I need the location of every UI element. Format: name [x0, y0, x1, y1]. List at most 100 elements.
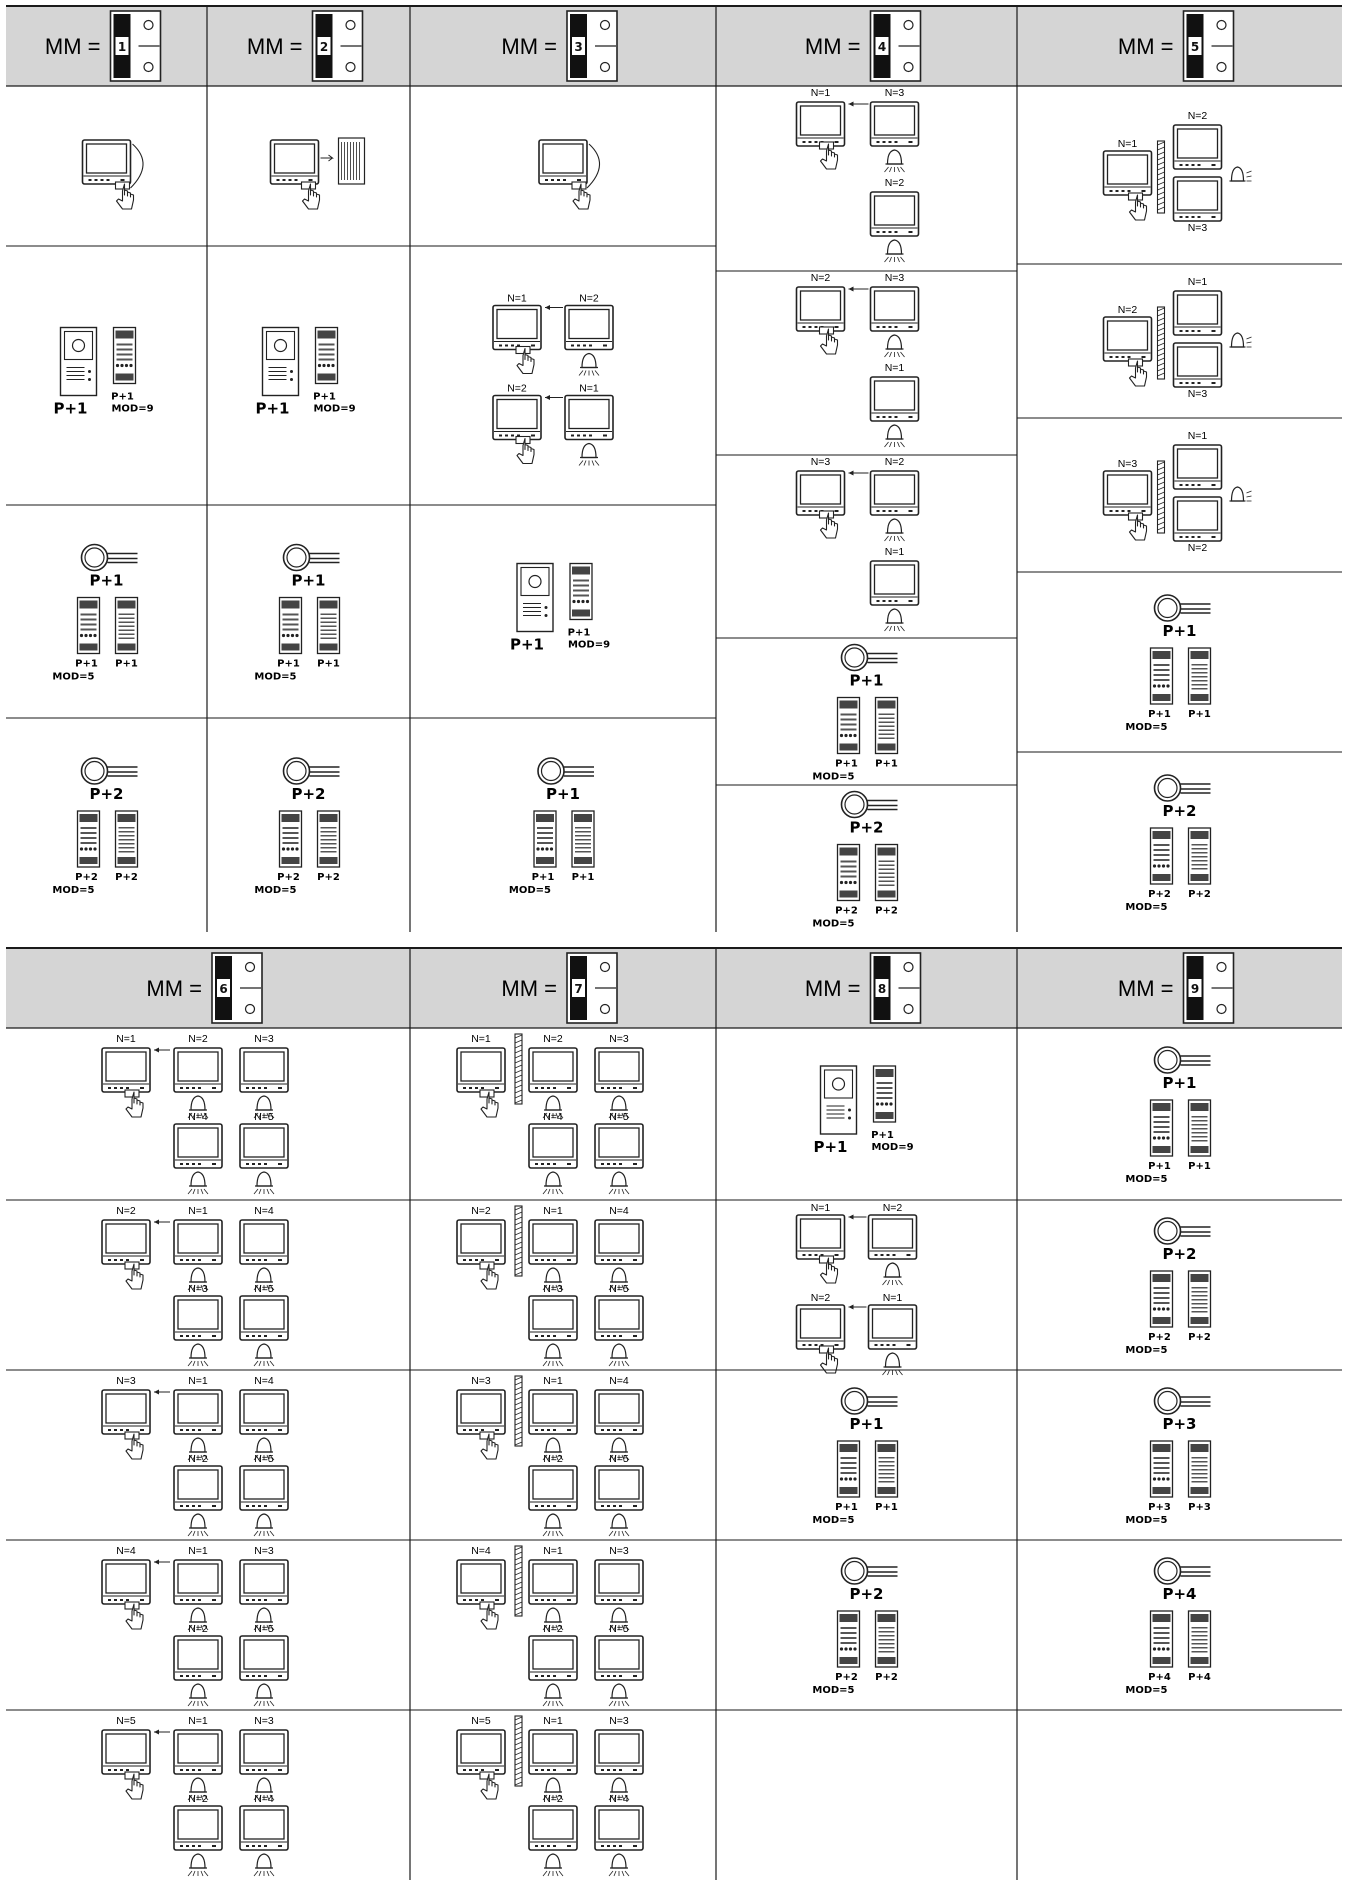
key-blade	[868, 1397, 898, 1406]
bell-body	[546, 1096, 560, 1110]
column-8: P+1P+1MOD=9N=1N=2N=2N=1P+1P+1P+1MOD=5P+2…	[716, 1066, 1017, 1710]
monitor-screen	[1178, 181, 1218, 210]
p-letter: P	[1162, 622, 1173, 640]
monitor-button	[1180, 164, 1183, 166]
return-arrow	[587, 144, 600, 188]
monitor-button	[126, 1259, 129, 1261]
module-line	[283, 842, 299, 844]
monitor-button	[212, 1429, 216, 1431]
p-label: P+2	[89, 785, 123, 803]
module-line	[1192, 1481, 1208, 1483]
intercom-number: N=2	[543, 1453, 563, 1465]
monitor-icon	[529, 1048, 577, 1092]
key-blade	[108, 554, 138, 563]
mm-label: MM =	[501, 976, 557, 1001]
arrow-icon	[154, 1048, 170, 1053]
bell-body	[191, 1096, 205, 1110]
key-bow-inner	[845, 1562, 864, 1581]
mod-label: MOD=5	[52, 885, 94, 896]
module-line	[575, 839, 591, 841]
module-terminal-top	[1153, 1614, 1171, 1622]
module-line	[879, 1477, 895, 1479]
monitor-button	[619, 1163, 622, 1165]
monitor-icon	[797, 471, 845, 515]
monitor-button	[633, 1675, 637, 1677]
monitor-button	[815, 1254, 818, 1256]
p-suffix: +1	[321, 392, 336, 403]
dip-switch-icon: 3	[567, 11, 617, 81]
monitor-icon	[240, 1220, 288, 1264]
monitor-button	[1192, 330, 1195, 332]
module-terminal-top	[876, 1069, 894, 1077]
monitor-button	[126, 1769, 129, 1771]
pointing-hand-icon	[516, 437, 534, 464]
p-letter: P	[835, 759, 842, 770]
p-suffix: +1	[860, 1415, 883, 1433]
key-icon	[842, 645, 898, 671]
monitor-button	[895, 510, 898, 512]
bell-ring-line	[625, 1361, 629, 1366]
column-9: P+1P+1P+1MOD=5P+2P+2P+2MOD=5P+3P+3P+3MOD…	[1017, 1047, 1342, 1710]
actuator-module-icon	[318, 811, 340, 867]
key-cap	[125, 1432, 139, 1439]
monitor-button	[108, 1769, 111, 1771]
p-letter: P	[546, 785, 557, 803]
bell-ring-line	[188, 1361, 192, 1366]
intercom-number: N=3	[471, 1375, 491, 1387]
intercom-number: N=2	[188, 1033, 208, 1045]
module-led	[545, 847, 548, 850]
monitor-screen	[533, 1564, 573, 1593]
bell-body	[546, 1608, 560, 1622]
wall-icon	[515, 1034, 522, 1104]
bell-ring-line	[901, 536, 905, 541]
monitor-button	[541, 1845, 544, 1847]
monitor-icon	[529, 1296, 577, 1340]
monitor-screen	[533, 1470, 573, 1499]
monitor-button	[889, 510, 892, 512]
module-led	[853, 1647, 856, 1650]
monitor-button	[246, 1429, 249, 1431]
monitor-button	[567, 1163, 571, 1165]
mod-label: MOD=5	[254, 885, 296, 896]
module-line	[1192, 1124, 1208, 1126]
monitor-screen	[599, 1128, 639, 1157]
bell-ring-line	[201, 1189, 203, 1194]
p-letter: P	[1148, 709, 1155, 720]
monitor-button	[619, 1845, 622, 1847]
module-led	[1162, 1647, 1165, 1650]
p-label: P+1	[111, 392, 134, 403]
module-line	[1192, 1457, 1208, 1459]
monitor-button	[278, 1087, 282, 1089]
monitor-icon	[457, 1390, 505, 1434]
cell-key-pair: P+1P+1P+1MOD=5	[509, 758, 594, 896]
monitor-button	[463, 1259, 466, 1261]
p-label: P+2	[291, 785, 325, 803]
pointing-hand-icon	[125, 1262, 143, 1289]
actuator-module-icon	[1189, 1611, 1211, 1667]
bell-ring-line	[899, 1280, 903, 1285]
module-line	[321, 638, 337, 640]
column-7: N=1N=2N=3N=4N=5N=2N=1N=4N=3N=5N=3N=1N=4N…	[410, 1033, 716, 1876]
bell-ring-line	[1247, 176, 1252, 177]
monitor-screen	[533, 1300, 573, 1329]
dip-number: 9	[1191, 982, 1199, 996]
arrow-head	[849, 287, 854, 292]
monitor-button	[607, 1675, 610, 1677]
monitor-button	[835, 1344, 839, 1346]
monitor-button	[1198, 484, 1201, 486]
monitor-button	[889, 600, 892, 602]
p-label: P+1	[849, 672, 883, 690]
arrow-head	[849, 102, 854, 107]
module-line	[1192, 1140, 1208, 1142]
p-suffix: +1	[285, 659, 300, 670]
monitor-button	[889, 141, 892, 143]
module-terminal-top	[572, 567, 590, 575]
p-suffix: +1	[879, 1130, 894, 1141]
module-line	[841, 724, 857, 726]
intercom-number: N=5	[609, 1453, 629, 1465]
module-led	[1166, 684, 1169, 687]
module-led	[1157, 864, 1160, 867]
module-terminal-bottom	[1191, 1317, 1209, 1324]
p-label: P+1	[1188, 709, 1211, 720]
module-line	[81, 614, 97, 616]
